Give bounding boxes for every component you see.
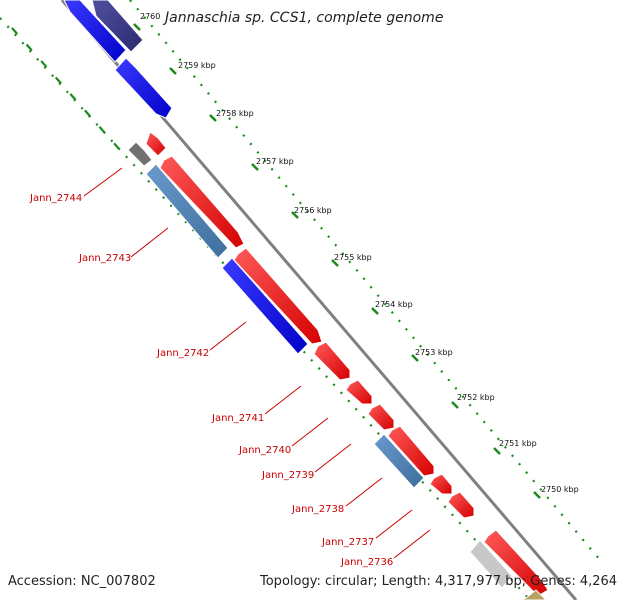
gene-blue-jann2742[interactable]: [221, 257, 309, 355]
gene-red-2753a[interactable]: [313, 341, 351, 381]
gene-blue-2759[interactable]: [114, 57, 173, 119]
gene-leader-lines: [83, 167, 431, 559]
gene-label-jann2742: Jann_2742: [156, 348, 209, 359]
gene-olive-bottom[interactable]: [519, 589, 547, 600]
gene-red-2750[interactable]: [483, 529, 549, 597]
gene-label-jann2738: Jann_2738: [291, 504, 344, 515]
kbp-label-2756: 2756 kbp: [294, 206, 332, 215]
gene-red-2752a[interactable]: [367, 403, 395, 431]
kbp-label-2759: 2759 kbp: [178, 61, 216, 70]
gene-label-jann2737: Jann_2737: [321, 537, 374, 548]
gene-dark-blue-top[interactable]: [91, 0, 144, 53]
topology-text: Topology: circular; Length: 4,317,977 bp…: [260, 574, 617, 589]
accession-text: Accession: NC_007802: [8, 574, 156, 589]
kbp-label-2760: 2760: [140, 12, 160, 21]
gene-label-jann2741: Jann_2741: [211, 413, 264, 424]
gene-label-jann2740: Jann_2740: [238, 445, 291, 456]
genome-title: Jannaschia sp. CCS1, complete genome: [165, 10, 444, 26]
gene-label-jann2736: Jann_2736: [340, 557, 393, 568]
inner-long-dashes: [11, 27, 121, 151]
kbp-label-2750: 2750 kbp: [541, 485, 579, 494]
kbp-label-2757: 2757 kbp: [256, 157, 294, 166]
gene-label-jann2739: Jann_2739: [261, 470, 314, 481]
gene-red-2751b[interactable]: [447, 491, 475, 519]
gene-red-2752b[interactable]: [387, 425, 435, 477]
gene-grey-jann2744[interactable]: [127, 141, 153, 167]
kbp-label-2755: 2755 kbp: [334, 253, 372, 262]
gene-red-small-2757[interactable]: [145, 131, 167, 157]
kbp-label-2752: 2752 kbp: [457, 393, 495, 402]
gene-red-2753b[interactable]: [345, 379, 373, 405]
gene-label-jann2743: Jann_2743: [78, 253, 131, 264]
kbp-label-2751: 2751 kbp: [499, 439, 537, 448]
gene-steelblue-jann2743[interactable]: [145, 163, 229, 259]
gene-lightgrey-jann2736[interactable]: [469, 539, 513, 589]
kbp-label-2758: 2758 kbp: [216, 109, 254, 118]
gene-red-2751a[interactable]: [429, 473, 453, 495]
kbp-label-2754: 2754 kbp: [375, 300, 413, 309]
ruler-ticks: [133, 23, 541, 499]
gene-steelblue-jann2738[interactable]: [373, 433, 425, 489]
gene-blue-top-a[interactable]: [63, 0, 127, 63]
kbp-label-2753: 2753 kbp: [415, 348, 453, 357]
genome-map: 2760 2759 kbp 2758 kbp 2757 kbp 2756 kbp…: [0, 0, 601, 600]
gene-label-jann2744: Jann_2744: [29, 193, 82, 204]
gene-features: [63, 0, 549, 600]
outer-ruler-track: [129, 0, 601, 561]
